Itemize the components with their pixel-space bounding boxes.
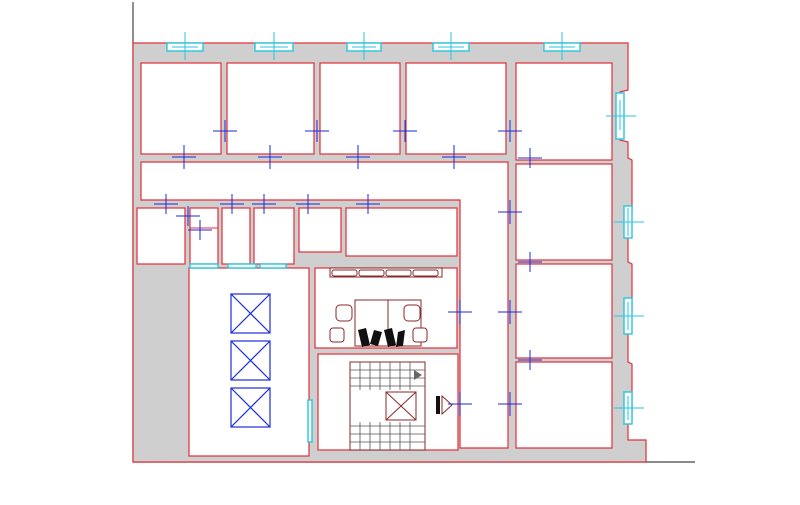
small-room-1 — [136, 207, 186, 265]
small-rooms — [136, 207, 458, 265]
small-room-2 — [189, 207, 219, 265]
room-e4 — [515, 361, 613, 449]
east-wing-rooms — [515, 62, 613, 449]
window-openings — [166, 32, 644, 443]
small-room-6 — [345, 207, 458, 257]
small-room-5 — [298, 207, 342, 253]
corridor — [140, 161, 509, 449]
room-n2 — [226, 62, 315, 155]
room-n3 — [319, 62, 401, 155]
door-openings — [154, 120, 542, 416]
small-room-3 — [221, 207, 251, 265]
chair-1 — [335, 304, 353, 322]
room-e3 — [515, 263, 613, 359]
room-e2 — [515, 163, 613, 261]
lift-car-1 — [230, 293, 271, 334]
stair-treads — [350, 362, 425, 450]
chair-4 — [412, 327, 428, 343]
exit-arrow-icon — [436, 394, 453, 416]
sofa — [329, 267, 443, 278]
lift-shaft — [188, 267, 310, 457]
staircase — [317, 353, 459, 451]
north-wing-rooms — [140, 62, 507, 155]
chair-2 — [403, 304, 421, 322]
stair-arrow-up-icon — [414, 370, 422, 380]
lift-car-3 — [230, 387, 271, 428]
room-n1 — [140, 62, 222, 155]
office-room — [314, 267, 458, 349]
chair-3 — [329, 327, 345, 343]
room-e1 — [515, 62, 613, 161]
small-room-4 — [253, 207, 295, 265]
room-n4 — [405, 62, 507, 155]
lift-car-2 — [230, 340, 271, 381]
